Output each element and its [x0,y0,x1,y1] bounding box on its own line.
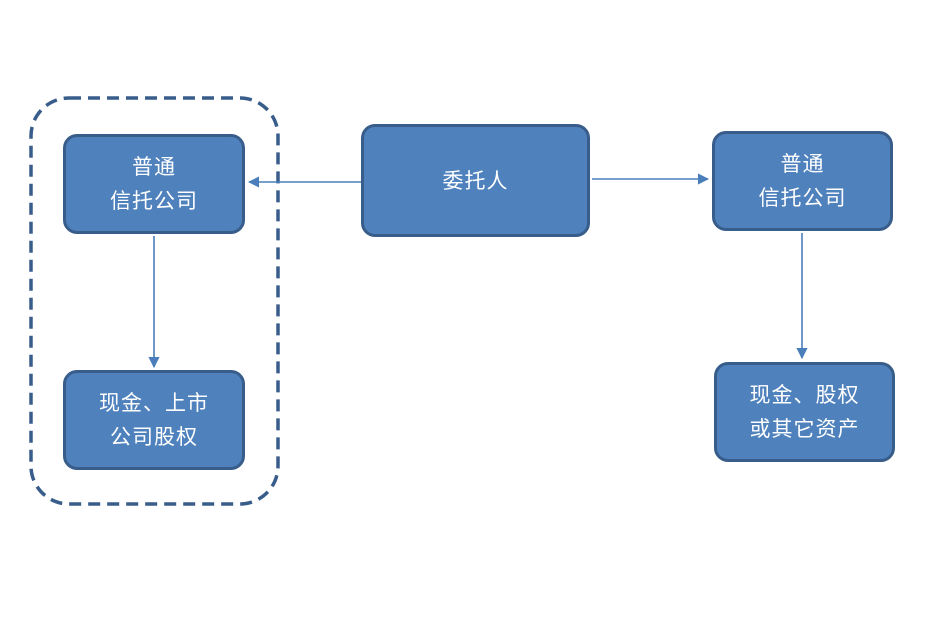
dashed-group-boundary [29,96,280,506]
right-trust-line2: 信托公司 [758,186,847,210]
right-trust-line1: 普通 [780,152,825,176]
right-trust-company-node: 普通 信托公司 [712,131,893,231]
right-asset-node: 现金、股权 或其它资产 [714,362,895,462]
right-asset-line1: 现金、股权 [749,383,860,407]
settlor-node: 委托人 [361,124,590,237]
settlor-label: 委托人 [442,168,509,193]
left-asset-line2: 公司股权 [110,425,198,449]
left-trust-company-node: 普通 信托公司 [63,134,245,234]
left-trust-line2: 信托公司 [110,189,198,213]
left-trust-line1: 普通 [132,155,176,179]
left-asset-node: 现金、上市 公司股权 [63,370,245,470]
left-asset-line1: 现金、上市 [99,391,209,415]
right-asset-line2: 或其它资产 [749,417,860,441]
